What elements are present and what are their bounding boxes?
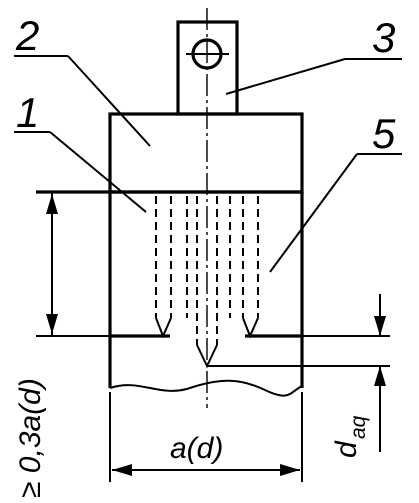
gap-label: d aq bbox=[330, 415, 370, 458]
width-label: a(d) bbox=[170, 432, 223, 465]
gap-dimension bbox=[207, 294, 390, 452]
height-label: ≥ 0,3a(d) bbox=[14, 378, 47, 498]
callout-2: 2 bbox=[15, 12, 39, 59]
callout-1: 1 bbox=[16, 89, 39, 136]
gap-label-subscript: aq bbox=[347, 415, 370, 439]
width-dimension bbox=[109, 392, 303, 482]
leader-lines bbox=[14, 55, 402, 273]
callout-3: 3 bbox=[372, 14, 395, 61]
upper-block bbox=[108, 112, 304, 194]
callout-5: 5 bbox=[372, 110, 396, 157]
height-dimension bbox=[36, 192, 110, 337]
gap-label-main: d bbox=[330, 440, 363, 458]
